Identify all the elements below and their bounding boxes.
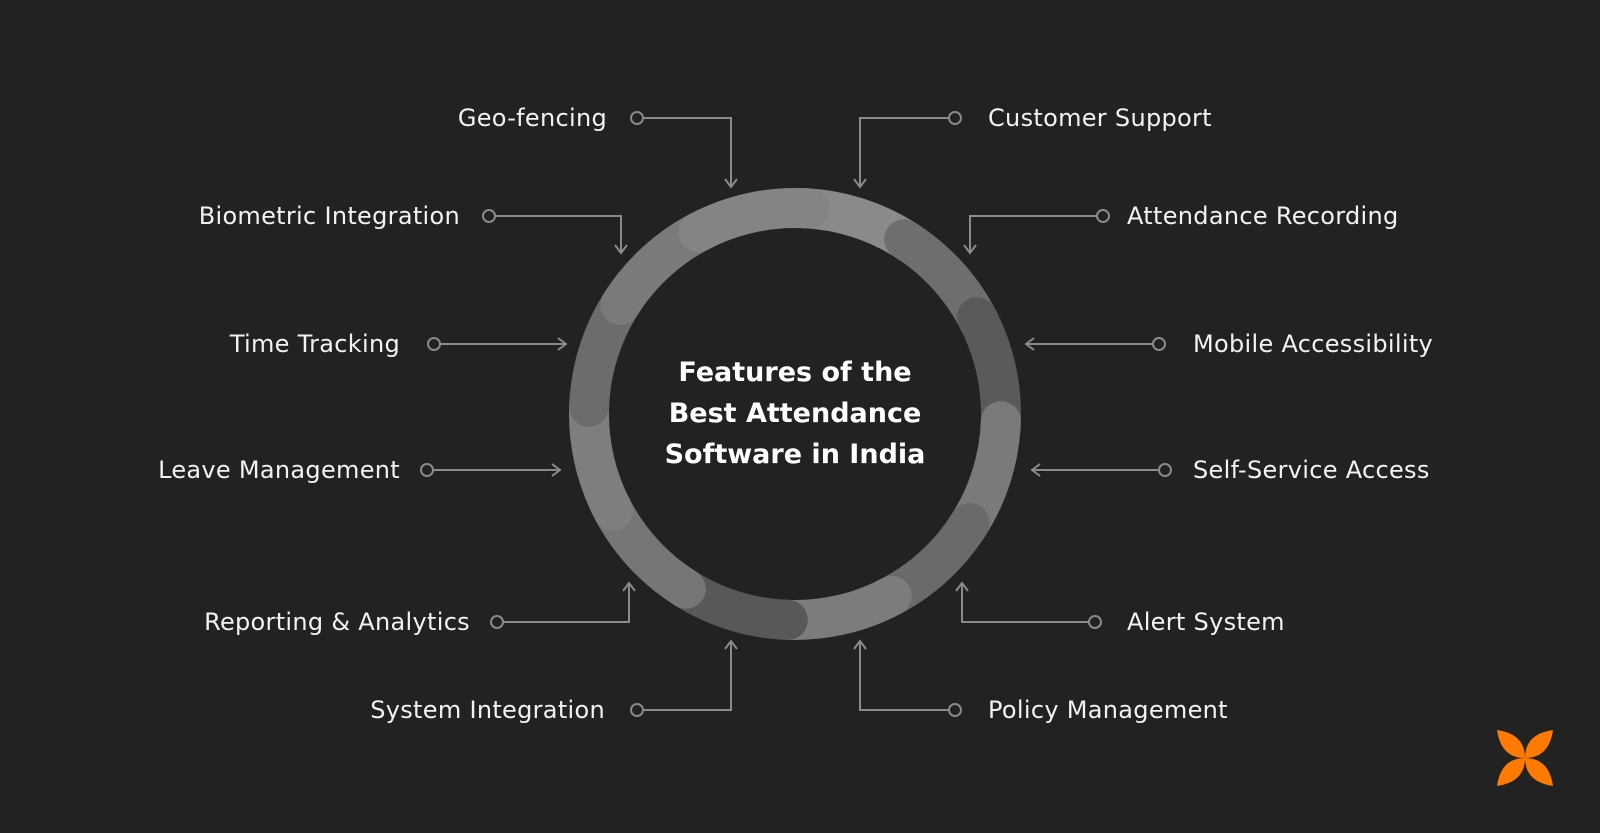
title-line-2: Best Attendance (668, 398, 922, 429)
feature-label-self-service-access: Self-Service Access (1193, 456, 1430, 484)
feature-label-system-integration: System Integration (370, 696, 605, 724)
feature-label-reporting-analytics: Reporting & Analytics (204, 608, 470, 636)
connector-dot (482, 209, 496, 223)
connector-arrow (963, 215, 1097, 255)
connector-dot (420, 463, 434, 477)
title-line-3: Software in India (664, 439, 926, 470)
connector-dot (1158, 463, 1172, 477)
connector-dot (1096, 209, 1110, 223)
connector-arrow (853, 639, 949, 711)
connector-arrow (955, 581, 1089, 623)
ring-segment (678, 188, 830, 253)
feature-label-alert-system: Alert System (1127, 608, 1285, 636)
feature-label-customer-support: Customer Support (988, 104, 1212, 132)
connector-dot (948, 111, 962, 125)
connector-dot (948, 703, 962, 717)
feature-ring (569, 188, 1021, 640)
connector-arrow (495, 215, 628, 255)
connector-dot (630, 111, 644, 125)
connector-dot (1152, 337, 1166, 351)
diagram-title: Features of the Best Attendance Software… (645, 352, 945, 475)
feature-label-attendance-recording: Attendance Recording (1127, 202, 1399, 230)
connector-arrow (853, 117, 949, 189)
connector-arrow (643, 639, 738, 711)
feature-label-mobile-accessibility: Mobile Accessibility (1193, 330, 1434, 358)
feature-label-leave-management: Leave Management (158, 456, 400, 484)
feature-label-time-tracking: Time Tracking (229, 330, 400, 358)
title-line-1: Features of the (678, 357, 912, 388)
butterfly-logo-icon (1497, 730, 1553, 786)
connector-dot (490, 615, 504, 629)
connector-dot (630, 703, 644, 717)
feature-label-policy-management: Policy Management (988, 696, 1228, 724)
connector-dot (427, 337, 441, 351)
connector-dot (1088, 615, 1102, 629)
feature-label-biometric-integration: Biometric Integration (198, 202, 460, 230)
connector-arrow (503, 581, 636, 623)
connector-arrow (643, 117, 738, 189)
feature-label-geo-fencing: Geo-fencing (457, 104, 607, 132)
